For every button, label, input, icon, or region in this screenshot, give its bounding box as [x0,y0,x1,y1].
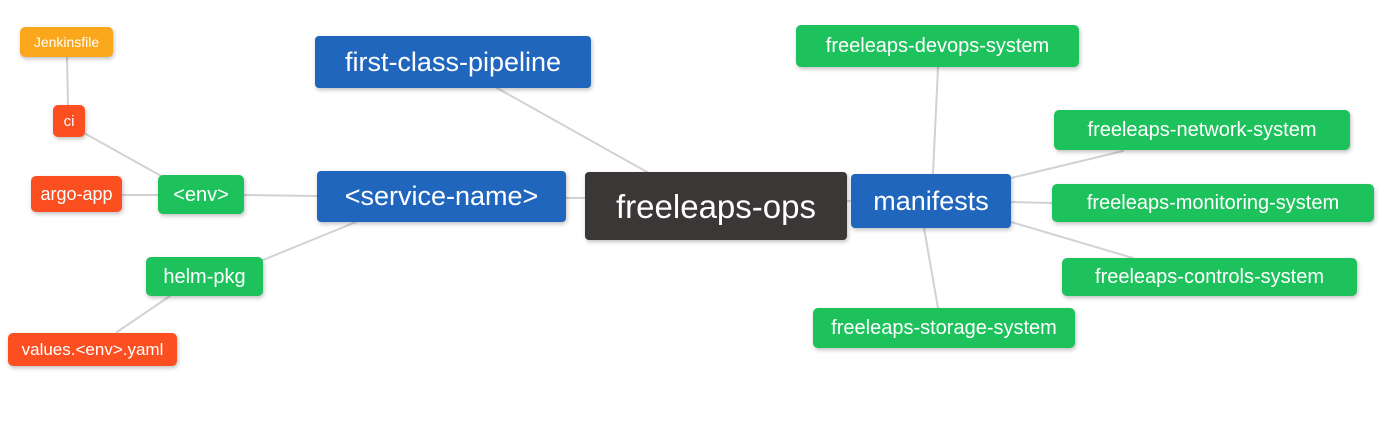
node-service-name[interactable]: <service-name> [317,171,566,222]
edge-manifests-to-freeleaps-storage-system [923,227,939,309]
node-manifests[interactable]: manifests [851,174,1011,228]
edge-ci-to-env [83,132,164,178]
node-helm-pkg[interactable]: helm-pkg [146,257,263,296]
edge-manifests-to-freeleaps-controls-system [1010,221,1134,259]
node-values-env-yaml[interactable]: values.<env>.yaml [8,333,177,366]
edge-jenkinsfile-to-ci [66,56,69,106]
node-freeleaps-devops-system[interactable]: freeleaps-devops-system [796,25,1079,67]
node-freeleaps-ops[interactable]: freeleaps-ops [585,172,847,240]
node-freeleaps-storage-system[interactable]: freeleaps-storage-system [813,308,1075,348]
node-argo-app[interactable]: argo-app [31,176,122,212]
edge-manifests-to-freeleaps-devops-system [932,66,939,175]
node-first-class-pipeline[interactable]: first-class-pipeline [315,36,591,88]
node-freeleaps-network-system[interactable]: freeleaps-network-system [1054,110,1350,150]
edge-service-name-to-helm-pkg [262,221,357,261]
node-ci[interactable]: ci [53,105,85,137]
node-env[interactable]: <env> [158,175,244,214]
edge-helm-pkg-to-values-env-yaml [116,295,171,333]
edge-env-to-service-name [243,194,318,197]
edge-manifests-to-freeleaps-network-system [1010,150,1124,179]
edge-manifests-to-freeleaps-monitoring-system [1010,201,1053,204]
node-jenkinsfile[interactable]: Jenkinsfile [20,27,113,57]
node-freeleaps-monitoring-system[interactable]: freeleaps-monitoring-system [1052,184,1374,222]
edge-first-class-pipeline-to-freeleaps-ops [496,87,648,173]
node-freeleaps-controls-system[interactable]: freeleaps-controls-system [1062,258,1357,296]
